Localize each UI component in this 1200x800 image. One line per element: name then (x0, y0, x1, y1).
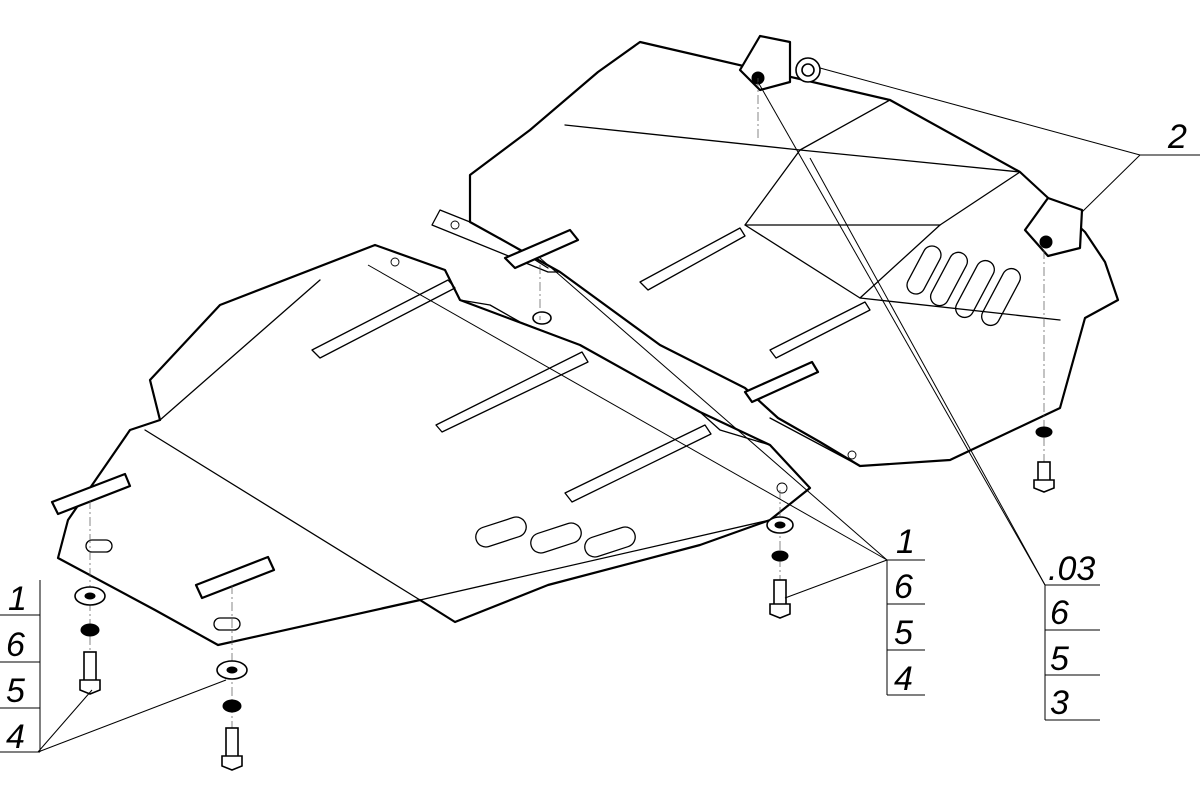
callout-label: 4 (6, 718, 25, 756)
callout-label: 5 (894, 614, 913, 652)
fastener-set-middle (766, 516, 794, 619)
callout-label: 1 (896, 523, 915, 561)
fastener-set-left (74, 586, 106, 695)
callout-2: 2 (1167, 118, 1187, 156)
callout-group-middle: 1 6 5 4 (894, 523, 915, 698)
rear-skid-plate (431, 34, 1120, 468)
callout-label: .03 (1048, 550, 1095, 588)
callout-label: 3 (1050, 684, 1069, 722)
fastener-set-right (1033, 426, 1055, 493)
callout-group-left: 1 6 5 4 (6, 580, 27, 756)
callout-label: 6 (6, 626, 25, 664)
leader-lines (0, 67, 1200, 753)
callout-label: 6 (1050, 594, 1069, 632)
fastener-set-bottom (216, 660, 248, 771)
callout-label: 5 (6, 672, 25, 710)
callout-label: 4 (894, 660, 913, 698)
callout-label: 1 (8, 580, 27, 618)
front-skid-plate (50, 243, 812, 647)
callout-group-right: .03 6 5 3 (1048, 550, 1095, 722)
callout-label: 6 (894, 568, 913, 606)
callout-label: 5 (1050, 640, 1069, 678)
callout-label: 2 (1167, 118, 1187, 156)
